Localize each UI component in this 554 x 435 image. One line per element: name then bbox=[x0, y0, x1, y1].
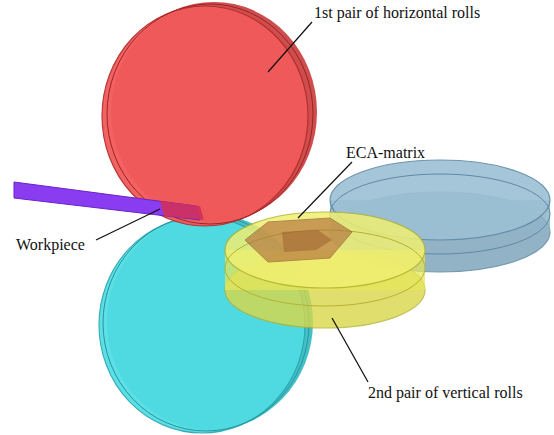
part-label: 2nd pair of vertical rolls bbox=[368, 384, 523, 402]
part-label: Workpiece bbox=[16, 236, 85, 254]
part-label: ECA-matrix bbox=[346, 144, 425, 162]
leader-line bbox=[298, 162, 352, 218]
leader-line bbox=[96, 209, 160, 240]
leader-line bbox=[268, 22, 312, 72]
workpiece-bar bbox=[14, 182, 204, 220]
leader-lines bbox=[96, 22, 368, 382]
eca-matrix bbox=[245, 218, 352, 262]
part-label: 1st pair of horizontal rolls bbox=[314, 4, 480, 22]
vertical-roll-front bbox=[225, 212, 425, 328]
upper-horizontal-roll bbox=[102, 2, 317, 226]
leader-line bbox=[332, 318, 368, 382]
